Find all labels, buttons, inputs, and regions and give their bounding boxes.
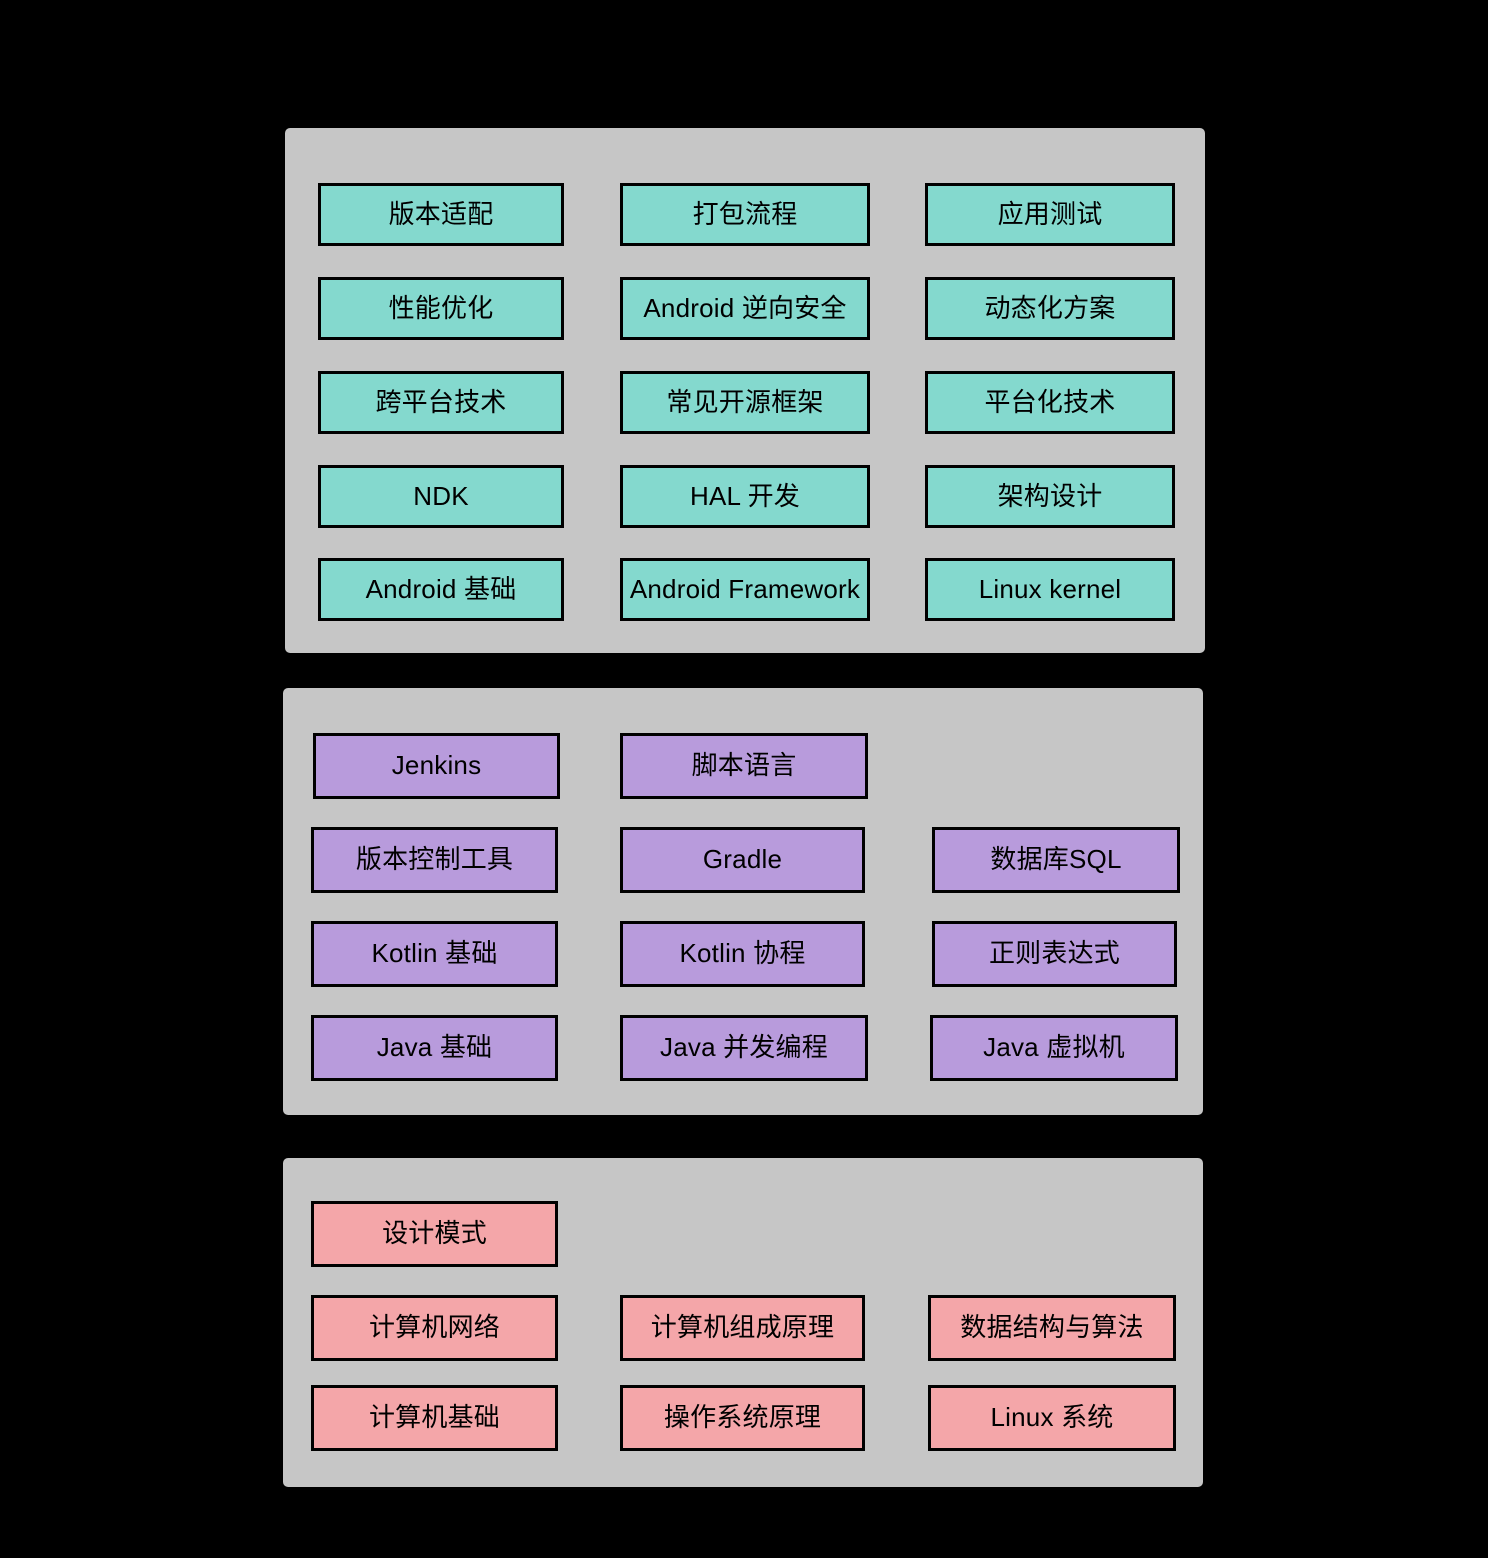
node-box[interactable]: 平台化技术: [925, 371, 1175, 434]
node-box[interactable]: 常见开源框架: [620, 371, 870, 434]
node-box[interactable]: 性能优化: [318, 277, 564, 340]
node-box[interactable]: 脚本语言: [620, 733, 868, 799]
node-box[interactable]: Java 并发编程: [620, 1015, 868, 1081]
node-box[interactable]: 架构设计: [925, 465, 1175, 528]
node-box[interactable]: 操作系统原理: [620, 1385, 865, 1451]
node-box[interactable]: Java 基础: [311, 1015, 558, 1081]
node-box[interactable]: 正则表达式: [932, 921, 1177, 987]
node-box[interactable]: Linux 系统: [928, 1385, 1176, 1451]
node-box[interactable]: 应用测试: [925, 183, 1175, 246]
node-box[interactable]: Gradle: [620, 827, 865, 893]
node-box[interactable]: 动态化方案: [925, 277, 1175, 340]
node-box[interactable]: Jenkins: [313, 733, 560, 799]
node-box[interactable]: HAL 开发: [620, 465, 870, 528]
node-box[interactable]: Kotlin 协程: [620, 921, 865, 987]
node-box[interactable]: NDK: [318, 465, 564, 528]
node-box[interactable]: 数据库SQL: [932, 827, 1180, 893]
node-box[interactable]: Android 基础: [318, 558, 564, 621]
node-box[interactable]: Linux kernel: [925, 558, 1175, 621]
node-box[interactable]: 版本适配: [318, 183, 564, 246]
node-box[interactable]: 计算机网络: [311, 1295, 558, 1361]
node-box[interactable]: 跨平台技术: [318, 371, 564, 434]
node-box[interactable]: 版本控制工具: [311, 827, 558, 893]
node-box[interactable]: 数据结构与算法: [928, 1295, 1176, 1361]
node-box[interactable]: Android Framework: [620, 558, 870, 621]
node-box[interactable]: 计算机基础: [311, 1385, 558, 1451]
node-box[interactable]: 计算机组成原理: [620, 1295, 865, 1361]
node-box[interactable]: Java 虚拟机: [930, 1015, 1178, 1081]
node-box[interactable]: 打包流程: [620, 183, 870, 246]
node-box[interactable]: 设计模式: [311, 1201, 558, 1267]
node-box[interactable]: Android 逆向安全: [620, 277, 870, 340]
node-box[interactable]: Kotlin 基础: [311, 921, 558, 987]
